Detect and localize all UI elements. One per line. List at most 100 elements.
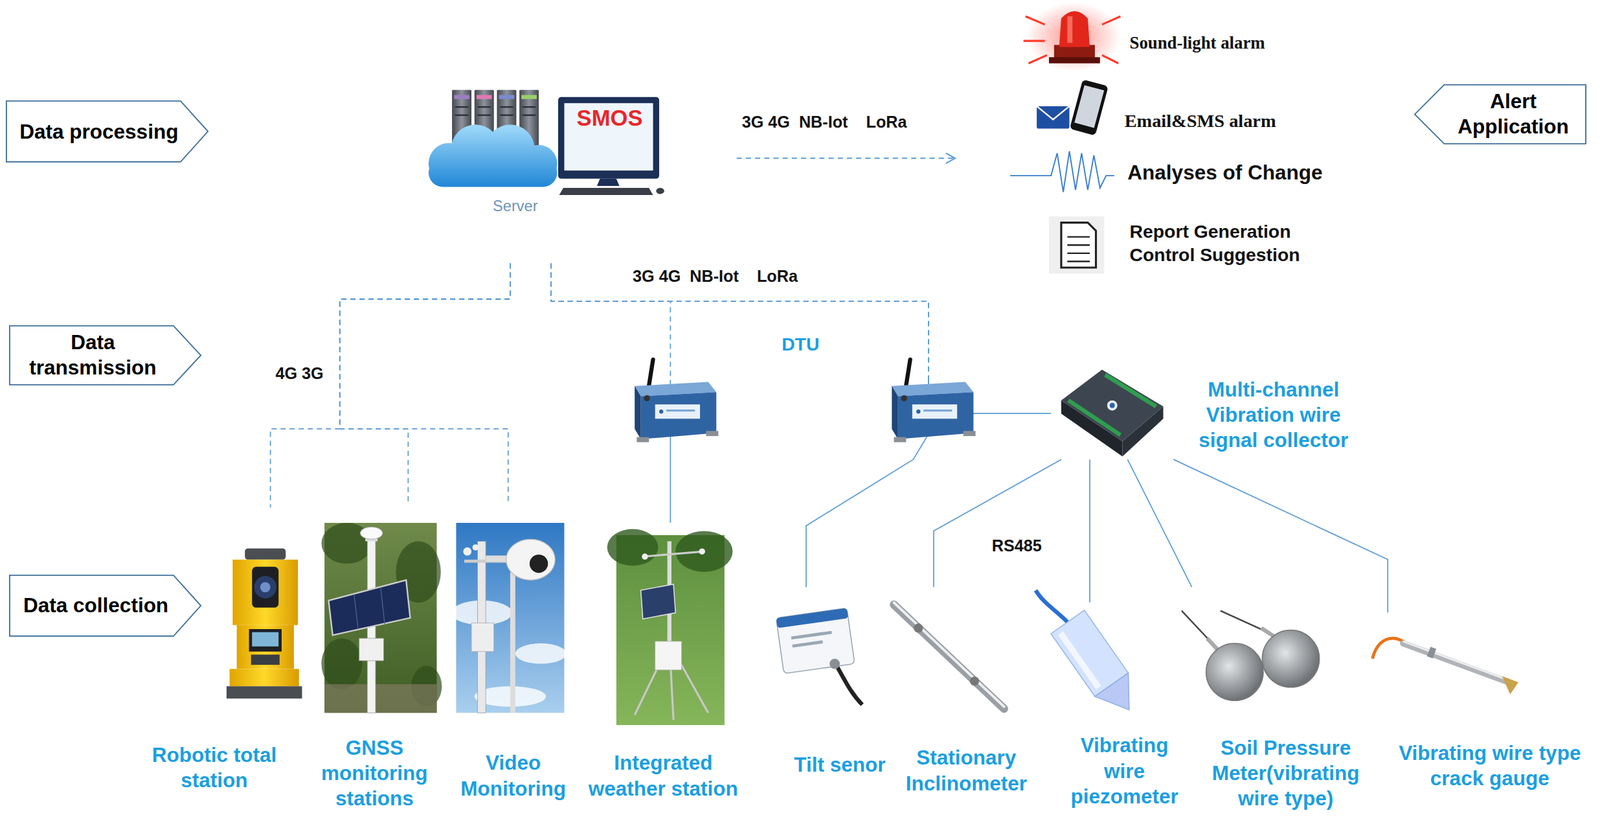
total-station-illustration: [251, 566, 279, 608]
inclinometer-illustration: [913, 622, 923, 632]
arrow-outline: [1414, 84, 1586, 144]
node-caption: SMOS: [566, 104, 654, 133]
weather-station-photo: [655, 641, 682, 670]
server-illustration: [558, 97, 660, 179]
network-label: 3G 4G NB-Iot LoRa: [742, 112, 908, 133]
bus-label: RS485: [991, 535, 1042, 557]
siren-icon: [1048, 56, 1101, 63]
document-icon: [1048, 216, 1105, 274]
waveform-icon: [1010, 150, 1115, 192]
arrow-outline: [9, 574, 201, 636]
gnss-photo: [321, 637, 362, 689]
sensor-device: Vibrating wire piezometer: [1061, 602, 1188, 812]
dtu-device: [891, 359, 976, 443]
document-icon: [1067, 252, 1090, 254]
tilt-sensor-illustration: [776, 607, 855, 673]
total-station-illustration: [251, 653, 280, 665]
node-caption: Server: [464, 196, 567, 217]
stage-arrow: Alert Application: [1413, 83, 1588, 146]
total-station-illustration: [249, 628, 282, 652]
connector-line: [551, 263, 929, 381]
total-station-illustration: [229, 668, 300, 686]
sensor-device: Video Monitoring: [453, 503, 572, 803]
inclinometer-illustration: [893, 602, 1004, 707]
node-caption: Soil Pressure Meter(vibrating wire type): [1204, 734, 1368, 812]
video-photo: [506, 538, 556, 580]
siren-icon: [1026, 1, 1121, 72]
siren-icon: [1067, 16, 1073, 43]
soil-pressure-illustration: [1261, 630, 1319, 688]
crack-gauge-illustration: [1372, 637, 1519, 695]
connector: [551, 263, 929, 588]
alert-item: Analyses of Change: [1127, 159, 1323, 186]
gnss-photo: [380, 586, 385, 624]
total-station-illustration: [236, 624, 294, 669]
gnss-photo: [360, 526, 383, 539]
sensor-device: Stationary Inclinometer: [892, 586, 1042, 798]
video-photo: [451, 522, 567, 713]
video-photo: [515, 642, 567, 664]
mail-phone-icon: [1036, 106, 1070, 129]
network-label: 3G 4G NB-Iot LoRa: [632, 266, 798, 287]
tilt-sensor-illustration: [791, 639, 823, 647]
server-illustration: [655, 187, 665, 194]
node-caption: Tilt senor: [773, 751, 907, 778]
siren-icon: [1059, 11, 1090, 47]
waveform-icon: [1010, 150, 1115, 192]
weather-station-photo: [641, 584, 677, 620]
server-illustration: [597, 178, 620, 186]
video-photo: [529, 554, 548, 573]
alert-item: Email&SMS alarm: [1124, 109, 1277, 133]
siren-icon: [1023, 39, 1046, 42]
sensor-device: Vibrating wire type crack gauge: [1372, 612, 1595, 794]
stage-arrow: Data transmission: [8, 324, 203, 386]
server-illustration: [563, 102, 653, 171]
phone-icon: [1074, 84, 1105, 128]
video-photo: [510, 571, 516, 713]
connector-line: [339, 263, 511, 504]
gnss-photo: [328, 579, 410, 635]
weather-station-photo: [698, 547, 705, 554]
connector: [1127, 459, 1192, 587]
siren-icon: [1025, 16, 1046, 25]
server-illustration: [428, 157, 558, 187]
alert-item: Report Generation Control Suggestion: [1129, 220, 1319, 267]
node-caption: Integrated weather station: [581, 749, 745, 801]
connector: [551, 263, 1051, 414]
wireless-arrow: [946, 152, 956, 164]
alert-item: Sound-light alarm: [1129, 32, 1266, 54]
node-caption: Video Monitoring: [455, 749, 571, 801]
server-illustration: [522, 114, 536, 116]
weather-station-photo: [607, 528, 733, 725]
crack-gauge-illustration: [1403, 641, 1509, 680]
soil-pressure-illustration: [1220, 610, 1266, 632]
sensor-device: Tilt senor: [773, 586, 907, 779]
server-node: SMOS Server: [423, 81, 674, 264]
node-caption: Vibrating wire type crack gauge: [1389, 740, 1590, 792]
connector: [933, 459, 1062, 587]
device-label: DTU: [781, 332, 820, 356]
server-illustration: [428, 90, 665, 195]
node-caption: Vibrating wire piezometer: [1064, 732, 1185, 809]
weather-station-photo: [675, 530, 733, 572]
connector-line: [1127, 459, 1192, 587]
arrow-outline: [9, 325, 201, 385]
document-icon: [1067, 236, 1090, 238]
tilt-sensor-illustration: [776, 607, 855, 673]
connector-line: [551, 263, 929, 381]
weather-station-photo: [641, 552, 648, 559]
network-label: 4G 3G: [275, 363, 324, 384]
wireless-arrow: [736, 152, 956, 164]
server-illustration: [455, 106, 469, 108]
collector-illustration: [1109, 402, 1116, 408]
document-icon: [1067, 244, 1090, 246]
stage-title: Data processing: [12, 119, 185, 145]
mail-phone-icon: [1036, 106, 1070, 120]
server-illustration: [499, 106, 513, 108]
wireless-arrow: [736, 157, 954, 159]
node-caption: Stationary Inclinometer: [894, 744, 1038, 796]
total-station-illustration: [260, 581, 271, 592]
mail-phone-icon: [1036, 79, 1109, 136]
gnss-photo: [321, 522, 442, 713]
